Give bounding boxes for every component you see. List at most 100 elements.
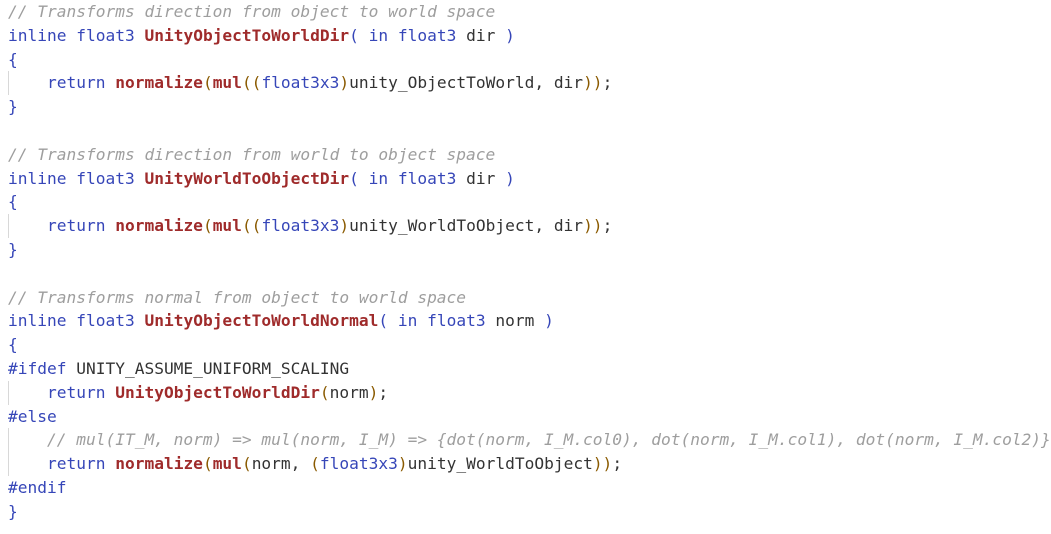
paren-token: )) xyxy=(583,216,603,236)
code-line: return normalize(mul((float3x3)unity_Obj… xyxy=(8,71,1051,96)
punctuation-token: } xyxy=(8,501,18,521)
identifier-token xyxy=(135,26,145,45)
identifier-token: unity_WorldToObject xyxy=(407,454,593,474)
code-line: // Transforms direction from object to w… xyxy=(8,0,1051,24)
keyword-token: return xyxy=(46,454,106,474)
identifier-token xyxy=(8,430,47,449)
paren-token: ) xyxy=(368,382,379,402)
identifier-token xyxy=(135,311,145,330)
paren-token: ( xyxy=(241,454,252,474)
identifier-token xyxy=(8,454,47,473)
comment-token: // Transforms direction from world to ob… xyxy=(8,144,496,164)
code-line: #else xyxy=(8,405,1051,429)
code-line: } xyxy=(8,238,1051,262)
code-line: // mul(IT_M, norm) => mul(norm, I_M) => … xyxy=(8,428,1051,453)
function-token: normalize xyxy=(115,454,203,474)
identifier-token: dir xyxy=(456,25,506,45)
function-token: mul xyxy=(212,454,242,474)
punctuation-token: ( xyxy=(349,168,369,188)
code-line xyxy=(8,119,1051,143)
punctuation-token: { xyxy=(8,49,18,69)
identifier-token xyxy=(105,454,115,473)
identifier-token xyxy=(8,216,47,235)
paren-token: )) xyxy=(583,73,603,93)
punctuation-token: ) xyxy=(505,168,515,188)
code-line: return UnityObjectToWorldDir(norm); xyxy=(8,380,1051,405)
identifier-token xyxy=(417,311,427,330)
identifier-token xyxy=(105,216,115,235)
keyword-token: in xyxy=(397,311,418,331)
code-line: inline float3 UnityObjectToWorldDir( in … xyxy=(8,24,1051,48)
paren-token: ( xyxy=(319,382,330,402)
keyword-token: return xyxy=(46,73,106,93)
indent-guide xyxy=(8,214,9,238)
paren-token: ) xyxy=(339,73,350,93)
identifier-token: unity_ObjectToWorld, dir xyxy=(349,73,584,93)
keyword-token: in xyxy=(368,25,389,45)
keyword-token: inline xyxy=(8,168,67,188)
keyword-token: in xyxy=(368,168,389,188)
code-line: } xyxy=(8,95,1051,119)
identifier-token xyxy=(388,169,398,188)
code-line xyxy=(8,262,1051,286)
identifier-token: ; xyxy=(612,454,623,474)
identifier-token: norm xyxy=(329,382,369,402)
function-token: UnityObjectToWorldDir xyxy=(144,25,350,45)
comment-token: // Transforms direction from object to w… xyxy=(8,2,496,21)
paren-token: (( xyxy=(241,216,262,236)
punctuation-token: { xyxy=(8,192,18,212)
code-line: { xyxy=(8,48,1051,72)
punctuation-token: ) xyxy=(505,25,515,45)
function-token: UnityWorldToObjectDir xyxy=(144,168,350,188)
keyword-token: inline xyxy=(8,311,67,331)
code-line: inline float3 UnityWorldToObjectDir( in … xyxy=(8,167,1051,191)
identifier-token xyxy=(8,383,47,402)
keyword-token: return xyxy=(46,216,106,236)
identifier-token: norm xyxy=(485,311,545,331)
keyword-token: float3 xyxy=(427,311,486,331)
paren-token: ( xyxy=(310,454,320,474)
code-line: { xyxy=(8,333,1051,357)
identifier-token xyxy=(105,383,115,402)
function-token: UnityObjectToWorldNormal xyxy=(144,311,379,331)
paren-token: ( xyxy=(202,216,213,236)
code-line: } xyxy=(8,500,1051,524)
keyword-token: float3 xyxy=(397,25,457,45)
keyword-token: return xyxy=(46,382,106,402)
code-line: // Transforms direction from world to ob… xyxy=(8,143,1051,167)
punctuation-token: { xyxy=(8,335,18,355)
code-line: #ifdef UNITY_ASSUME_UNIFORM_SCALING xyxy=(8,357,1051,381)
punctuation-token: ( xyxy=(378,311,398,331)
indent-guide xyxy=(8,380,9,405)
keyword-token: float3x3 xyxy=(261,73,340,93)
code-line: return normalize(mul((float3x3)unity_Wor… xyxy=(8,214,1051,238)
paren-token: ) xyxy=(397,454,408,474)
code-line: #endif xyxy=(8,476,1051,500)
identifier-token: ; xyxy=(602,216,613,236)
keyword-token: float3 xyxy=(76,25,135,45)
identifier-token: ; xyxy=(602,73,613,93)
paren-token: (( xyxy=(241,73,262,93)
comment-token: // Transforms normal from object to worl… xyxy=(8,287,467,307)
function-token: UnityObjectToWorldDir xyxy=(115,382,320,402)
code-block: // Transforms direction from object to w… xyxy=(8,0,1051,524)
paren-token: )) xyxy=(592,454,613,474)
comment-token: // mul(IT_M, norm) => mul(norm, I_M) => … xyxy=(46,430,1051,450)
indent-guide xyxy=(8,428,9,453)
punctuation-token: ) xyxy=(544,311,554,331)
keyword-token: inline xyxy=(8,25,67,45)
code-line: { xyxy=(8,190,1051,214)
code-line: // Transforms normal from object to worl… xyxy=(8,286,1051,310)
identifier-token xyxy=(105,73,115,92)
keyword-token: float3x3 xyxy=(261,216,340,236)
paren-token: ) xyxy=(339,216,350,236)
identifier-token xyxy=(66,311,76,330)
preprocessor-token: #endif xyxy=(8,477,67,497)
identifier-token xyxy=(388,26,398,45)
function-token: normalize xyxy=(115,216,203,236)
paren-token: ( xyxy=(202,73,213,93)
identifier-token xyxy=(66,169,76,188)
indent-guide xyxy=(8,452,9,476)
preprocessor-token: #ifdef xyxy=(8,358,67,378)
identifier-token xyxy=(135,169,145,188)
